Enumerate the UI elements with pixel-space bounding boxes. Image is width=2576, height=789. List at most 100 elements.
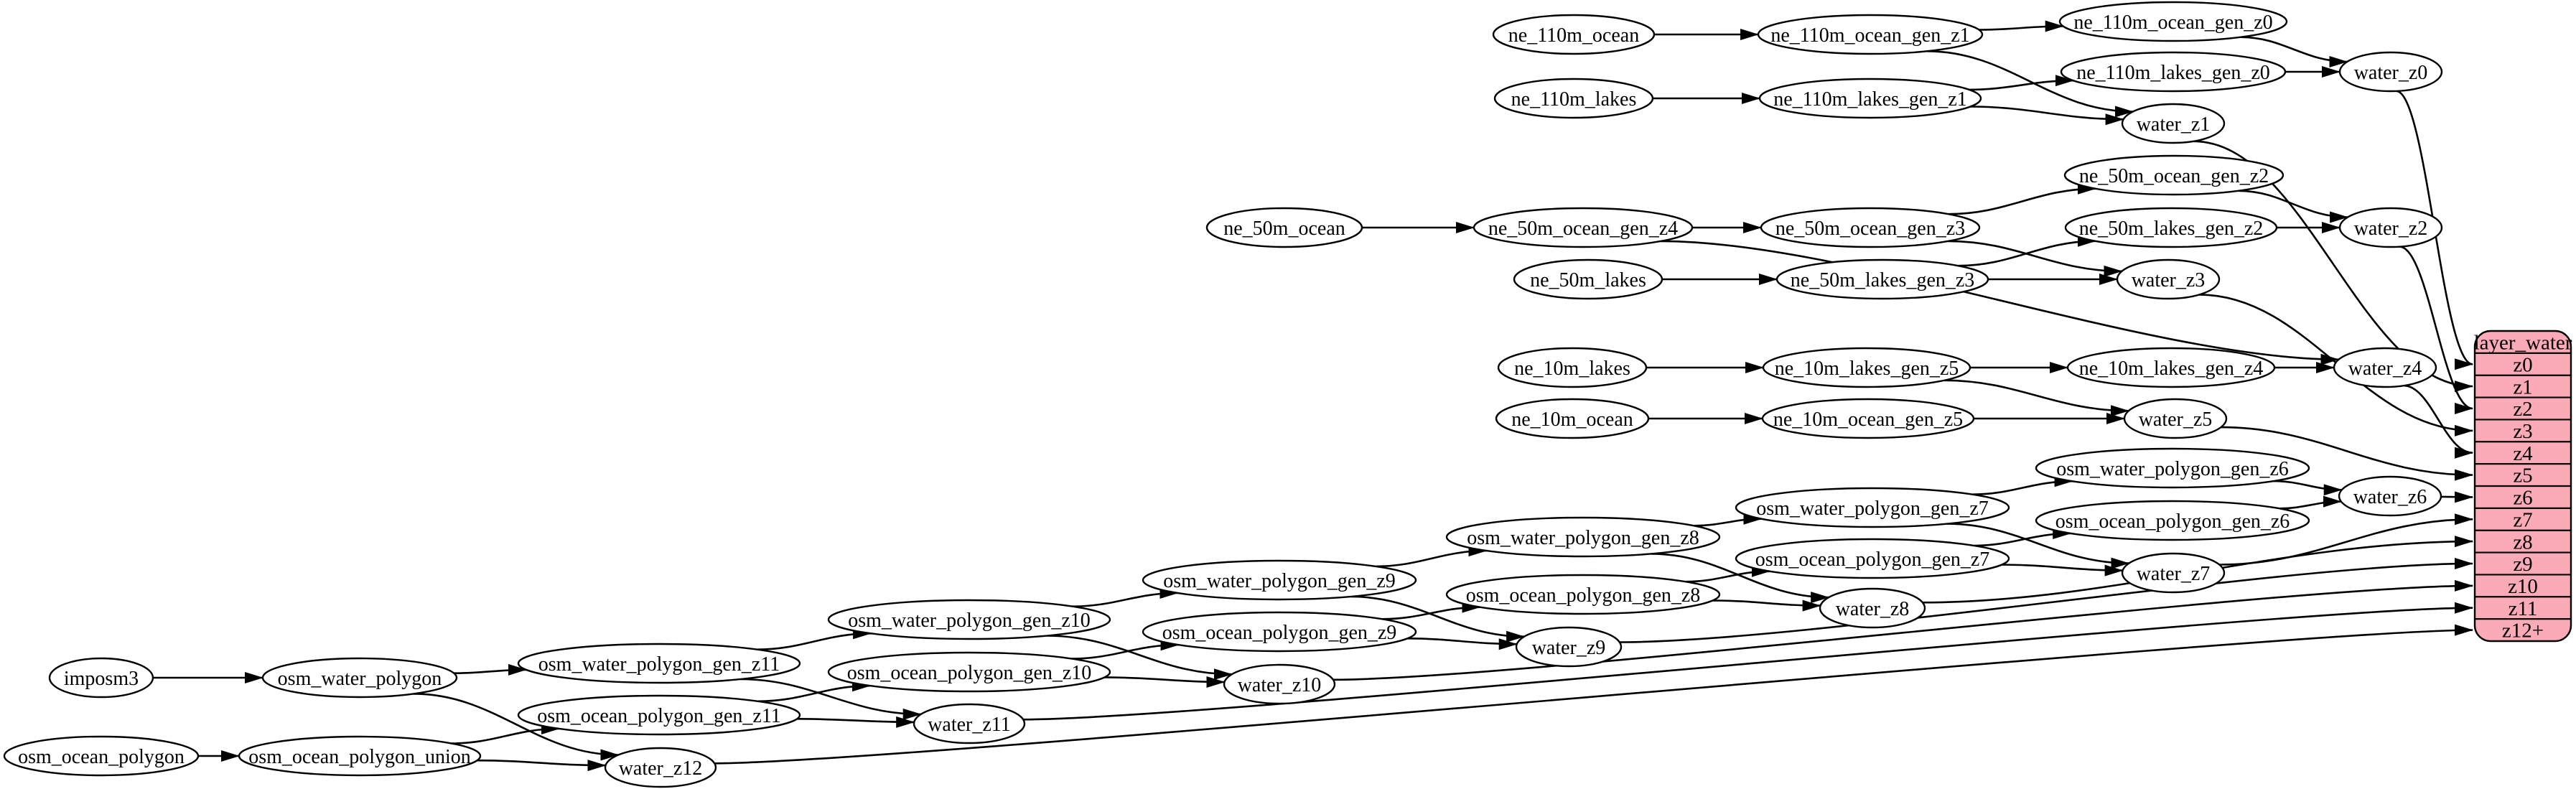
node-label-osm_ocean_polygon_union: osm_ocean_polygon_union (248, 746, 471, 768)
node-water_z3: water_z3 (2116, 258, 2221, 300)
node-label-osm_ocean_polygon_gen_z11: osm_ocean_polygon_gen_z11 (537, 705, 781, 727)
node-water_z9: water_z9 (1515, 626, 1623, 668)
table-row-z8: z8 (2513, 531, 2532, 554)
node-shape-osm_water_polygon_gen_z11 (517, 643, 801, 684)
node-osm_water_polygon_gen_z11: osm_water_polygon_gen_z11 (517, 643, 801, 684)
node-water_z1: water_z1 (2121, 103, 2226, 144)
node-osm_ocean_polygon_gen_z8: osm_ocean_polygon_gen_z8 (1445, 574, 1721, 615)
node-label-ne_10m_ocean: ne_10m_ocean (1511, 408, 1633, 431)
table-row-z12+: z12+ (2502, 620, 2544, 643)
edge-osm_ocean_polygon_union-to-water_z12 (477, 759, 607, 772)
edge-ne_110m_lakes_gen_z1-to-ne_110m_lakes_gen_z0 (1969, 75, 2074, 91)
node-label-osm_ocean_polygon_gen_z8: osm_ocean_polygon_gen_z8 (1466, 584, 1701, 607)
node-shape-ne_50m_ocean_gen_z4 (1473, 207, 1694, 248)
node-shape-ne_50m_lakes_gen_z2 (2064, 207, 2278, 248)
node-shape-imposm3 (48, 657, 154, 699)
node-shape-osm_water_polygon_gen_z9 (1142, 559, 1417, 601)
node-osm_ocean_polygon_gen_z10: osm_ocean_polygon_gen_z10 (827, 651, 1111, 693)
node-label-ne_110m_lakes_gen_z1: ne_110m_lakes_gen_z1 (1773, 88, 1967, 111)
node-ne_50m_lakes: ne_50m_lakes (1513, 258, 1663, 300)
node-ne_110m_ocean_gen_z0: ne_110m_ocean_gen_z0 (2058, 1, 2288, 42)
edge-ne_50m_ocean_gen_z4-to-water_z4 (1661, 240, 2340, 365)
node-ne_50m_lakes_gen_z2: ne_50m_lakes_gen_z2 (2064, 207, 2278, 248)
node-ne_110m_ocean: ne_110m_ocean (1492, 14, 1656, 55)
node-label-water_z10: water_z10 (1238, 674, 1322, 696)
node-osm_ocean_polygon_gen_z6: osm_ocean_polygon_gen_z6 (2035, 500, 2310, 541)
edge-ne_50m_ocean_gen_z2-to-water_z2 (2238, 190, 2349, 223)
node-label-ne_110m_lakes: ne_110m_lakes (1511, 88, 1637, 111)
node-shape-water_z1 (2121, 103, 2226, 144)
node-shape-osm_water_polygon_gen_z6 (2035, 447, 2310, 489)
node-label-ne_50m_lakes_gen_z3: ne_50m_lakes_gen_z3 (1791, 269, 1975, 291)
node-label-ne_110m_ocean_gen_z1: ne_110m_ocean_gen_z1 (1770, 24, 1969, 47)
node-shape-osm_ocean_polygon_gen_z6 (2035, 500, 2310, 541)
edge-osm_water_polygon_gen_z6-to-water_z6 (2273, 480, 2343, 496)
node-label-imposm3: imposm3 (64, 668, 139, 690)
edge-osm_water_polygon-to-osm_water_polygon_gen_z11 (454, 663, 527, 676)
edges-layer (153, 20, 2473, 772)
node-label-ne_110m_ocean_gen_z0: ne_110m_ocean_gen_z0 (2073, 11, 2272, 34)
node-water_z4: water_z4 (2333, 347, 2437, 388)
edge-osm_water_polygon_gen_z10-to-water_z10 (1047, 635, 1233, 681)
node-ne_110m_lakes_gen_z0: ne_110m_lakes_gen_z0 (2060, 51, 2287, 93)
node-osm_water_polygon: osm_water_polygon (261, 657, 458, 699)
edge-osm_water_polygon_gen_z9-to-water_z9 (1350, 595, 1526, 643)
node-label-ne_110m_ocean: ne_110m_ocean (1508, 24, 1639, 47)
edge-osm_ocean_polygon_union-to-osm_ocean_polygon_gen_z11 (451, 723, 560, 744)
table-row-z0: z0 (2513, 353, 2532, 376)
node-label-water_z2: water_z2 (2354, 218, 2428, 240)
node-shape-ne_10m_lakes (1497, 347, 1648, 388)
node-label-ne_50m_ocean_gen_z4: ne_50m_ocean_gen_z4 (1488, 218, 1678, 240)
node-ne_110m_lakes_gen_z1: ne_110m_lakes_gen_z1 (1758, 78, 1982, 119)
table-row-z3: z3 (2513, 420, 2532, 443)
edge-osm_ocean_polygon_gen_z7-to-water_z7 (2002, 564, 2124, 576)
node-label-osm_ocean_polygon_gen_z6: osm_ocean_polygon_gen_z6 (2055, 510, 2290, 533)
edge-osm_ocean_polygon_gen_z6-to-water_z6 (2279, 495, 2342, 510)
node-label-water_z9: water_z9 (1532, 637, 1606, 659)
node-ne_10m_lakes_gen_z4: ne_10m_lakes_gen_z4 (2066, 347, 2276, 388)
edge-ne_50m_ocean_gen_z3-to-ne_50m_ocean_gen_z2 (1948, 182, 2096, 215)
node-label-water_z11: water_z11 (928, 714, 1011, 736)
node-label-ne_50m_ocean_gen_z2: ne_50m_ocean_gen_z2 (2079, 165, 2269, 187)
node-label-water_z7: water_z7 (2137, 563, 2211, 585)
node-label-osm_water_polygon_gen_z11: osm_water_polygon_gen_z11 (538, 653, 780, 676)
node-ne_10m_ocean: ne_10m_ocean (1495, 398, 1650, 439)
node-osm_ocean_polygon_gen_z7: osm_ocean_polygon_gen_z7 (1735, 538, 2010, 579)
node-shape-ne_110m_lakes (1493, 78, 1654, 119)
node-shape-water_z12 (604, 747, 717, 788)
edge-osm_water_polygon_gen_z10-to-osm_water_polygon_gen_z9 (1072, 587, 1179, 607)
edge-osm_ocean_polygon_gen_z11-to-osm_ocean_polygon_gen_z10 (757, 680, 871, 703)
node-water_z8: water_z8 (1819, 587, 1926, 629)
node-label-osm_water_polygon: osm_water_polygon (278, 668, 442, 690)
node-osm_water_polygon_gen_z10: osm_water_polygon_gen_z10 (827, 599, 1111, 640)
node-shape-water_z7 (2121, 552, 2226, 594)
node-water_z11: water_z11 (913, 703, 1026, 744)
node-label-ne_10m_lakes: ne_10m_lakes (1514, 358, 1630, 380)
edge-osm_ocean_polygon_gen_z7-to-osm_ocean_polygon_gen_z6 (1974, 528, 2072, 547)
node-water_z10: water_z10 (1223, 663, 1336, 705)
table-row-z1: z1 (2513, 375, 2532, 398)
node-shape-osm_ocean_polygon (3, 735, 200, 777)
node-shape-ne_50m_ocean_gen_z3 (1760, 207, 1981, 248)
node-label-ne_10m_lakes_gen_z4: ne_10m_lakes_gen_z4 (2079, 358, 2264, 380)
edge-ne_50m_lakes_gen_z3-to-ne_50m_lakes_gen_z2 (1958, 235, 2096, 267)
node-water_z2: water_z2 (2338, 207, 2443, 248)
node-shape-osm_water_polygon_gen_z10 (827, 599, 1111, 640)
node-ne_110m_lakes: ne_110m_lakes (1493, 78, 1654, 119)
node-label-osm_water_polygon_gen_z6: osm_water_polygon_gen_z6 (2056, 458, 2289, 480)
node-ne_10m_lakes: ne_10m_lakes (1497, 347, 1648, 388)
node-shape-ne_10m_lakes_gen_z5 (1762, 347, 1971, 388)
node-label-water_z3: water_z3 (2132, 269, 2206, 291)
node-label-osm_ocean_polygon_gen_z7: osm_ocean_polygon_gen_z7 (1755, 548, 1990, 571)
node-osm_ocean_polygon: osm_ocean_polygon (3, 735, 200, 777)
node-shape-ne_110m_lakes_gen_z1 (1758, 78, 1982, 119)
node-imposm3: imposm3 (48, 657, 154, 699)
node-label-ne_50m_lakes_gen_z2: ne_50m_lakes_gen_z2 (2079, 218, 2264, 240)
node-shape-water_z10 (1223, 663, 1336, 705)
table-row-z6: z6 (2513, 487, 2532, 510)
node-label-water_z8: water_z8 (1836, 598, 1910, 620)
table-layer_water: layer_waterz0z1z2z3z4z5z6z7z8z9z10z11z12… (2474, 330, 2572, 643)
node-label-osm_ocean_polygon_gen_z9: osm_ocean_polygon_gen_z9 (1162, 622, 1397, 644)
node-shape-ne_110m_lakes_gen_z0 (2060, 51, 2287, 93)
